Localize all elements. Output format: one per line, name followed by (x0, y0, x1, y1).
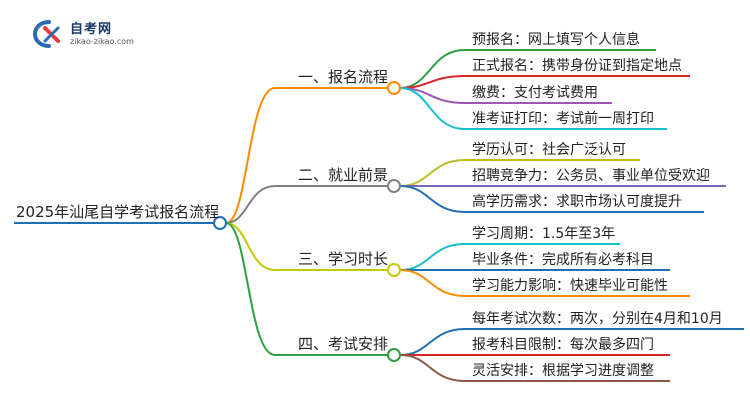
connector-branch-1 (225, 87, 276, 224)
branch-node-circle-1 (387, 81, 401, 95)
connector-leaf-2-3 (399, 185, 466, 213)
root-node-circle (213, 216, 227, 230)
branch-node-circle-4 (387, 348, 401, 362)
branch-label-1[interactable]: 一、报名流程 (298, 68, 389, 86)
root-topic[interactable]: 2025年汕尾自学考试报名流程 (16, 203, 220, 221)
connector-leaf-4-3 (399, 354, 466, 382)
connector-leaf-1-4 (399, 87, 466, 130)
leaf-3-2[interactable]: 毕业条件：完成所有必考科目 (472, 252, 654, 268)
site-logo[interactable]: 自考网 zikao-zikao.com (32, 16, 152, 50)
leaf-2-3[interactable]: 高学历需求：求职市场认可度提升 (472, 194, 682, 210)
branch-node-circle-3 (387, 263, 401, 277)
connector-leaf-3-3 (399, 269, 466, 297)
leaf-1-3[interactable]: 缴费：支付考试费用 (472, 85, 598, 101)
leaf-4-3[interactable]: 灵活安排：根据学习进度调整 (472, 363, 654, 379)
logo-url: zikao-zikao.com (70, 37, 134, 46)
connector-leaf-2-1 (399, 159, 466, 187)
leaf-1-2[interactable]: 正式报名：携带身份证到指定地点 (472, 58, 682, 74)
leaf-1-1[interactable]: 预报名：网上填写个人信息 (472, 32, 640, 48)
leaf-1-4[interactable]: 准考证打印：考试前一周打印 (472, 111, 654, 127)
leaf-3-1[interactable]: 学习周期：1.5年至3年 (472, 226, 616, 242)
logo-title: 自考网 (70, 22, 113, 37)
connector-branch-2 (225, 185, 276, 224)
connector-branch-3 (225, 222, 276, 271)
connector-leaf-3-1 (399, 243, 466, 271)
branch-label-3[interactable]: 三、学习时长 (298, 250, 389, 268)
branch-label-2[interactable]: 二、就业前景 (298, 166, 389, 184)
connector-leaf-4-1 (399, 328, 466, 356)
connector-branch-4 (225, 222, 276, 356)
leaf-4-1[interactable]: 每年考试次数：两次，分别在4月和10月 (472, 311, 723, 327)
leaf-2-2[interactable]: 招聘竞争力：公务员、事业单位受欢迎 (472, 168, 710, 184)
branch-label-4[interactable]: 四、考试安排 (298, 335, 389, 353)
leaf-2-1[interactable]: 学历认可：社会广泛认可 (472, 142, 626, 158)
leaf-4-2[interactable]: 报考科目限制：每次最多四门 (472, 337, 654, 353)
branch-node-circle-2 (387, 179, 401, 193)
leaf-3-3[interactable]: 学习能力影响：快速毕业可能性 (472, 278, 668, 294)
logo-icon (32, 20, 60, 48)
